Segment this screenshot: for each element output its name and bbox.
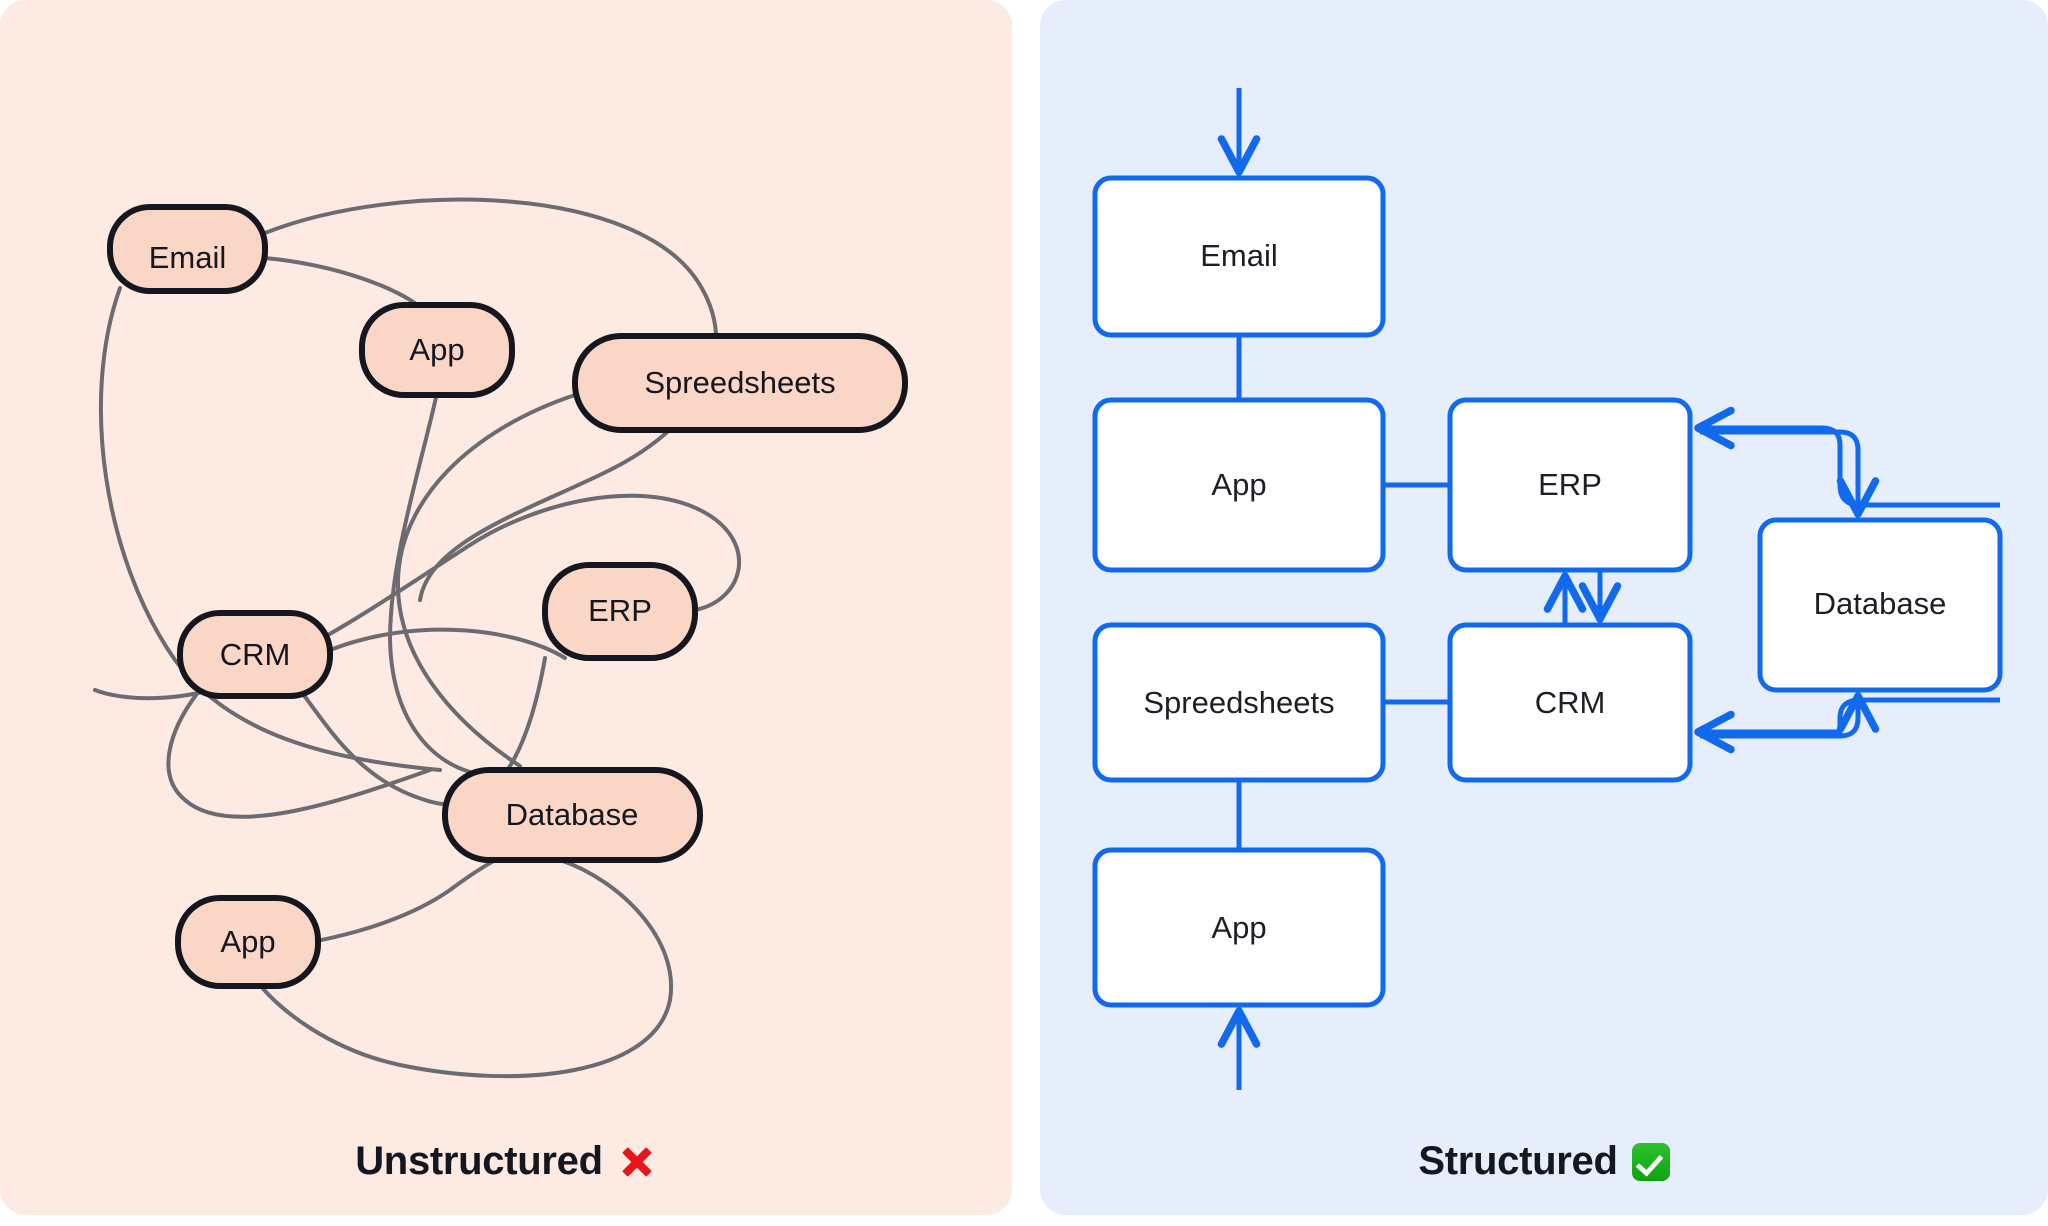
node-app-top-shape bbox=[359, 302, 515, 398]
node-app-bottom-shape bbox=[1092, 847, 1386, 1008]
node-app-top-label: App bbox=[409, 332, 464, 367]
node-email[interactable]: Email bbox=[1092, 175, 1386, 338]
node-database-label: Database bbox=[1814, 586, 1947, 621]
unstructured-caption: Unstructured bbox=[0, 1139, 1012, 1184]
node-app-top-label: App bbox=[1211, 467, 1266, 502]
edge-erp-to-database bbox=[1700, 429, 1880, 518]
node-erp[interactable]: ERP bbox=[1447, 397, 1693, 573]
cross-mark-icon bbox=[617, 1142, 657, 1182]
node-email-shape bbox=[107, 204, 268, 294]
structured-caption: Structured bbox=[1040, 1139, 2048, 1184]
structured-edges bbox=[1217, 88, 2000, 1090]
node-database[interactable]: Database bbox=[442, 767, 703, 863]
node-database-label: Database bbox=[506, 797, 639, 832]
node-database-shape bbox=[1757, 517, 2003, 693]
node-app-bottom[interactable]: App bbox=[175, 895, 321, 989]
node-spreedsheets-shape bbox=[572, 333, 908, 433]
node-spreedsheets-label: Spreedsheets bbox=[644, 365, 835, 400]
node-erp-shape bbox=[542, 562, 698, 661]
node-spreedsheets[interactable]: Spreedsheets bbox=[572, 333, 908, 433]
node-spreedsheets[interactable]: Spreedsheets bbox=[1092, 622, 1386, 783]
node-crm[interactable]: CRM bbox=[177, 610, 333, 699]
node-app-top-shape bbox=[1092, 397, 1386, 573]
edge-crm-to-database bbox=[1700, 692, 1880, 739]
node-crm-label: CRM bbox=[220, 637, 291, 672]
node-app-top[interactable]: App bbox=[359, 302, 515, 398]
node-erp-label: ERP bbox=[1538, 467, 1602, 502]
node-spreedsheets-label: Spreedsheets bbox=[1143, 685, 1334, 720]
unstructured-background bbox=[0, 0, 1012, 1215]
unstructured-panel: Email App Spreedsheets CRM ERP bbox=[0, 0, 1012, 1215]
node-app-bottom[interactable]: App bbox=[1092, 847, 1386, 1008]
node-crm-shape bbox=[1447, 622, 1693, 783]
structured-nodes: Email App ERP Database Spreedsheets bbox=[1092, 175, 2003, 1008]
node-crm-label: CRM bbox=[1535, 685, 1606, 720]
node-spreedsheets-shape bbox=[1092, 622, 1386, 783]
node-erp[interactable]: ERP bbox=[542, 562, 698, 661]
node-crm[interactable]: CRM bbox=[1447, 622, 1693, 783]
node-app-bottom-label: App bbox=[220, 924, 275, 959]
unstructured-caption-text: Unstructured bbox=[355, 1139, 603, 1183]
node-email-label: Email bbox=[1200, 238, 1278, 273]
node-email-shape bbox=[1092, 175, 1386, 338]
node-crm-shape bbox=[177, 610, 333, 699]
node-app-top[interactable]: App bbox=[1092, 397, 1386, 573]
node-database[interactable]: Database bbox=[1757, 517, 2003, 693]
check-mark-button-icon bbox=[1631, 1142, 1670, 1181]
structured-panel: Email App ERP Database Spreedsheets bbox=[1040, 0, 2048, 1215]
node-erp-shape bbox=[1447, 397, 1693, 573]
node-database-shape bbox=[442, 767, 703, 863]
structured-caption-text: Structured bbox=[1418, 1139, 1618, 1183]
node-app-bottom-label: App bbox=[1211, 910, 1266, 945]
node-erp-label: ERP bbox=[588, 593, 652, 628]
structured-canvas: Email App ERP Database Spreedsheets bbox=[1040, 0, 2048, 1215]
unstructured-canvas: Email App Spreedsheets CRM ERP bbox=[0, 0, 1012, 1215]
node-app-bottom-shape bbox=[175, 895, 321, 989]
node-email-label: Email bbox=[149, 240, 227, 275]
node-email[interactable]: Email bbox=[107, 204, 268, 294]
unstructured-nodes: Email App Spreedsheets CRM ERP bbox=[107, 204, 908, 989]
